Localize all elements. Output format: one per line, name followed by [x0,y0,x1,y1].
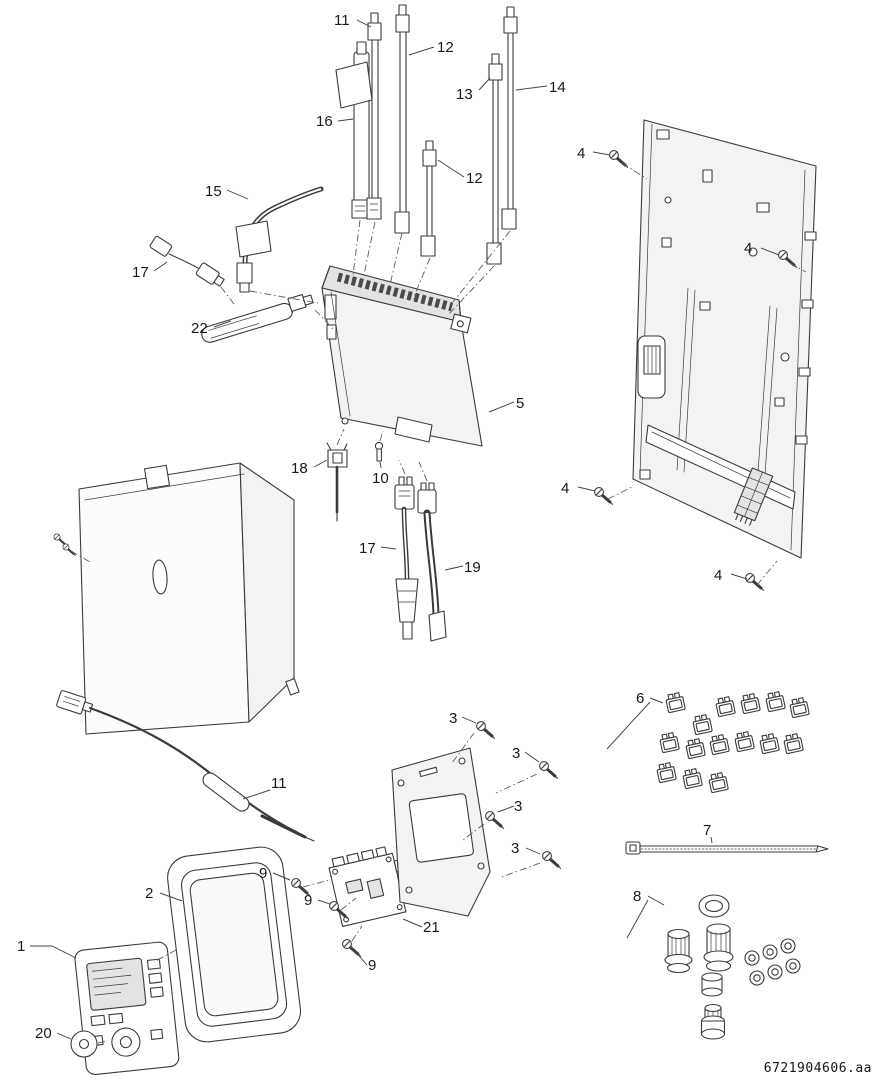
part-14-sensor-cable [501,6,518,230]
callout-14: 14 [549,79,566,96]
enclosure-box [78,462,300,735]
part-15-cable [235,186,324,293]
mounting-plate [632,119,817,559]
part-17-plug-cable-left [149,235,225,287]
callout-12-b: 12 [466,170,483,187]
callout-17-a: 17 [132,264,149,281]
callout-21: 21 [423,919,440,936]
part-2-front-frame [167,846,302,1043]
part-3-screw-c [484,810,506,830]
assembly-guide-lines [70,162,807,1044]
callout-16: 16 [316,113,333,130]
mounting-bracket [391,747,491,917]
part-7-cable-tie [625,841,829,855]
document-code: 6721904606.aa [764,1061,872,1076]
callout-4-a: 4 [577,145,585,162]
callout-leader-lines [30,19,780,1040]
callout-3-a: 3 [449,710,457,727]
callout-22: 22 [191,320,208,337]
part-4-screw-c [593,486,615,506]
callout-10: 10 [372,470,389,487]
callout-1: 1 [17,938,25,955]
callout-6: 6 [636,690,644,707]
part-16-sensor-sleeve [335,41,373,219]
part-3-screw-a [475,720,497,740]
part-18-clip-pin [326,442,348,522]
part-17-plug-cable-mid [394,476,419,640]
callout-12-a: 12 [437,39,454,56]
callout-4-b: 4 [744,240,752,257]
part-12-sensor-cable-a [394,4,410,234]
callout-7: 7 [703,822,711,839]
part-10-screw [374,441,384,462]
part-11-sensor-bottom [56,690,315,842]
callout-15: 15 [205,183,222,200]
part-4-screw-d [744,572,766,592]
callout-5: 5 [516,395,524,412]
part-19-cable [417,482,447,642]
callout-9-b: 9 [304,892,312,909]
part-20-knob [70,1030,98,1058]
part-11-sensor-cable-top [366,12,382,220]
callout-20: 20 [35,1025,52,1042]
callout-2: 2 [145,885,153,902]
callout-13: 13 [456,86,473,103]
part-6-connector-set [655,690,810,794]
callout-11-bottom: 11 [271,775,287,792]
callout-18: 18 [291,460,308,477]
callout-17-b: 17 [359,540,376,557]
part-5-control-box [321,265,483,447]
part-1-control-unit [74,941,180,1076]
callout-8: 8 [633,888,641,905]
part-22-electrode [201,293,314,343]
callout-11-top: 11 [334,12,350,29]
callout-3-d: 3 [511,840,519,857]
callout-3-c: 3 [514,798,522,815]
callout-9-c: 9 [368,957,376,974]
callout-9-a: 9 [259,865,267,882]
callout-3-b: 3 [512,745,520,762]
part-13-sensor-cable [486,53,503,265]
part-8-grommet-set [664,894,801,1040]
callout-19: 19 [464,559,481,576]
part-12-sensor-cable-b [420,140,437,257]
callout-4-c: 4 [561,480,569,497]
callout-4-d: 4 [714,567,722,584]
enclosure-screw-b [61,542,77,557]
part-3-screw-d [541,850,563,870]
part-3-screw-b [538,760,560,780]
